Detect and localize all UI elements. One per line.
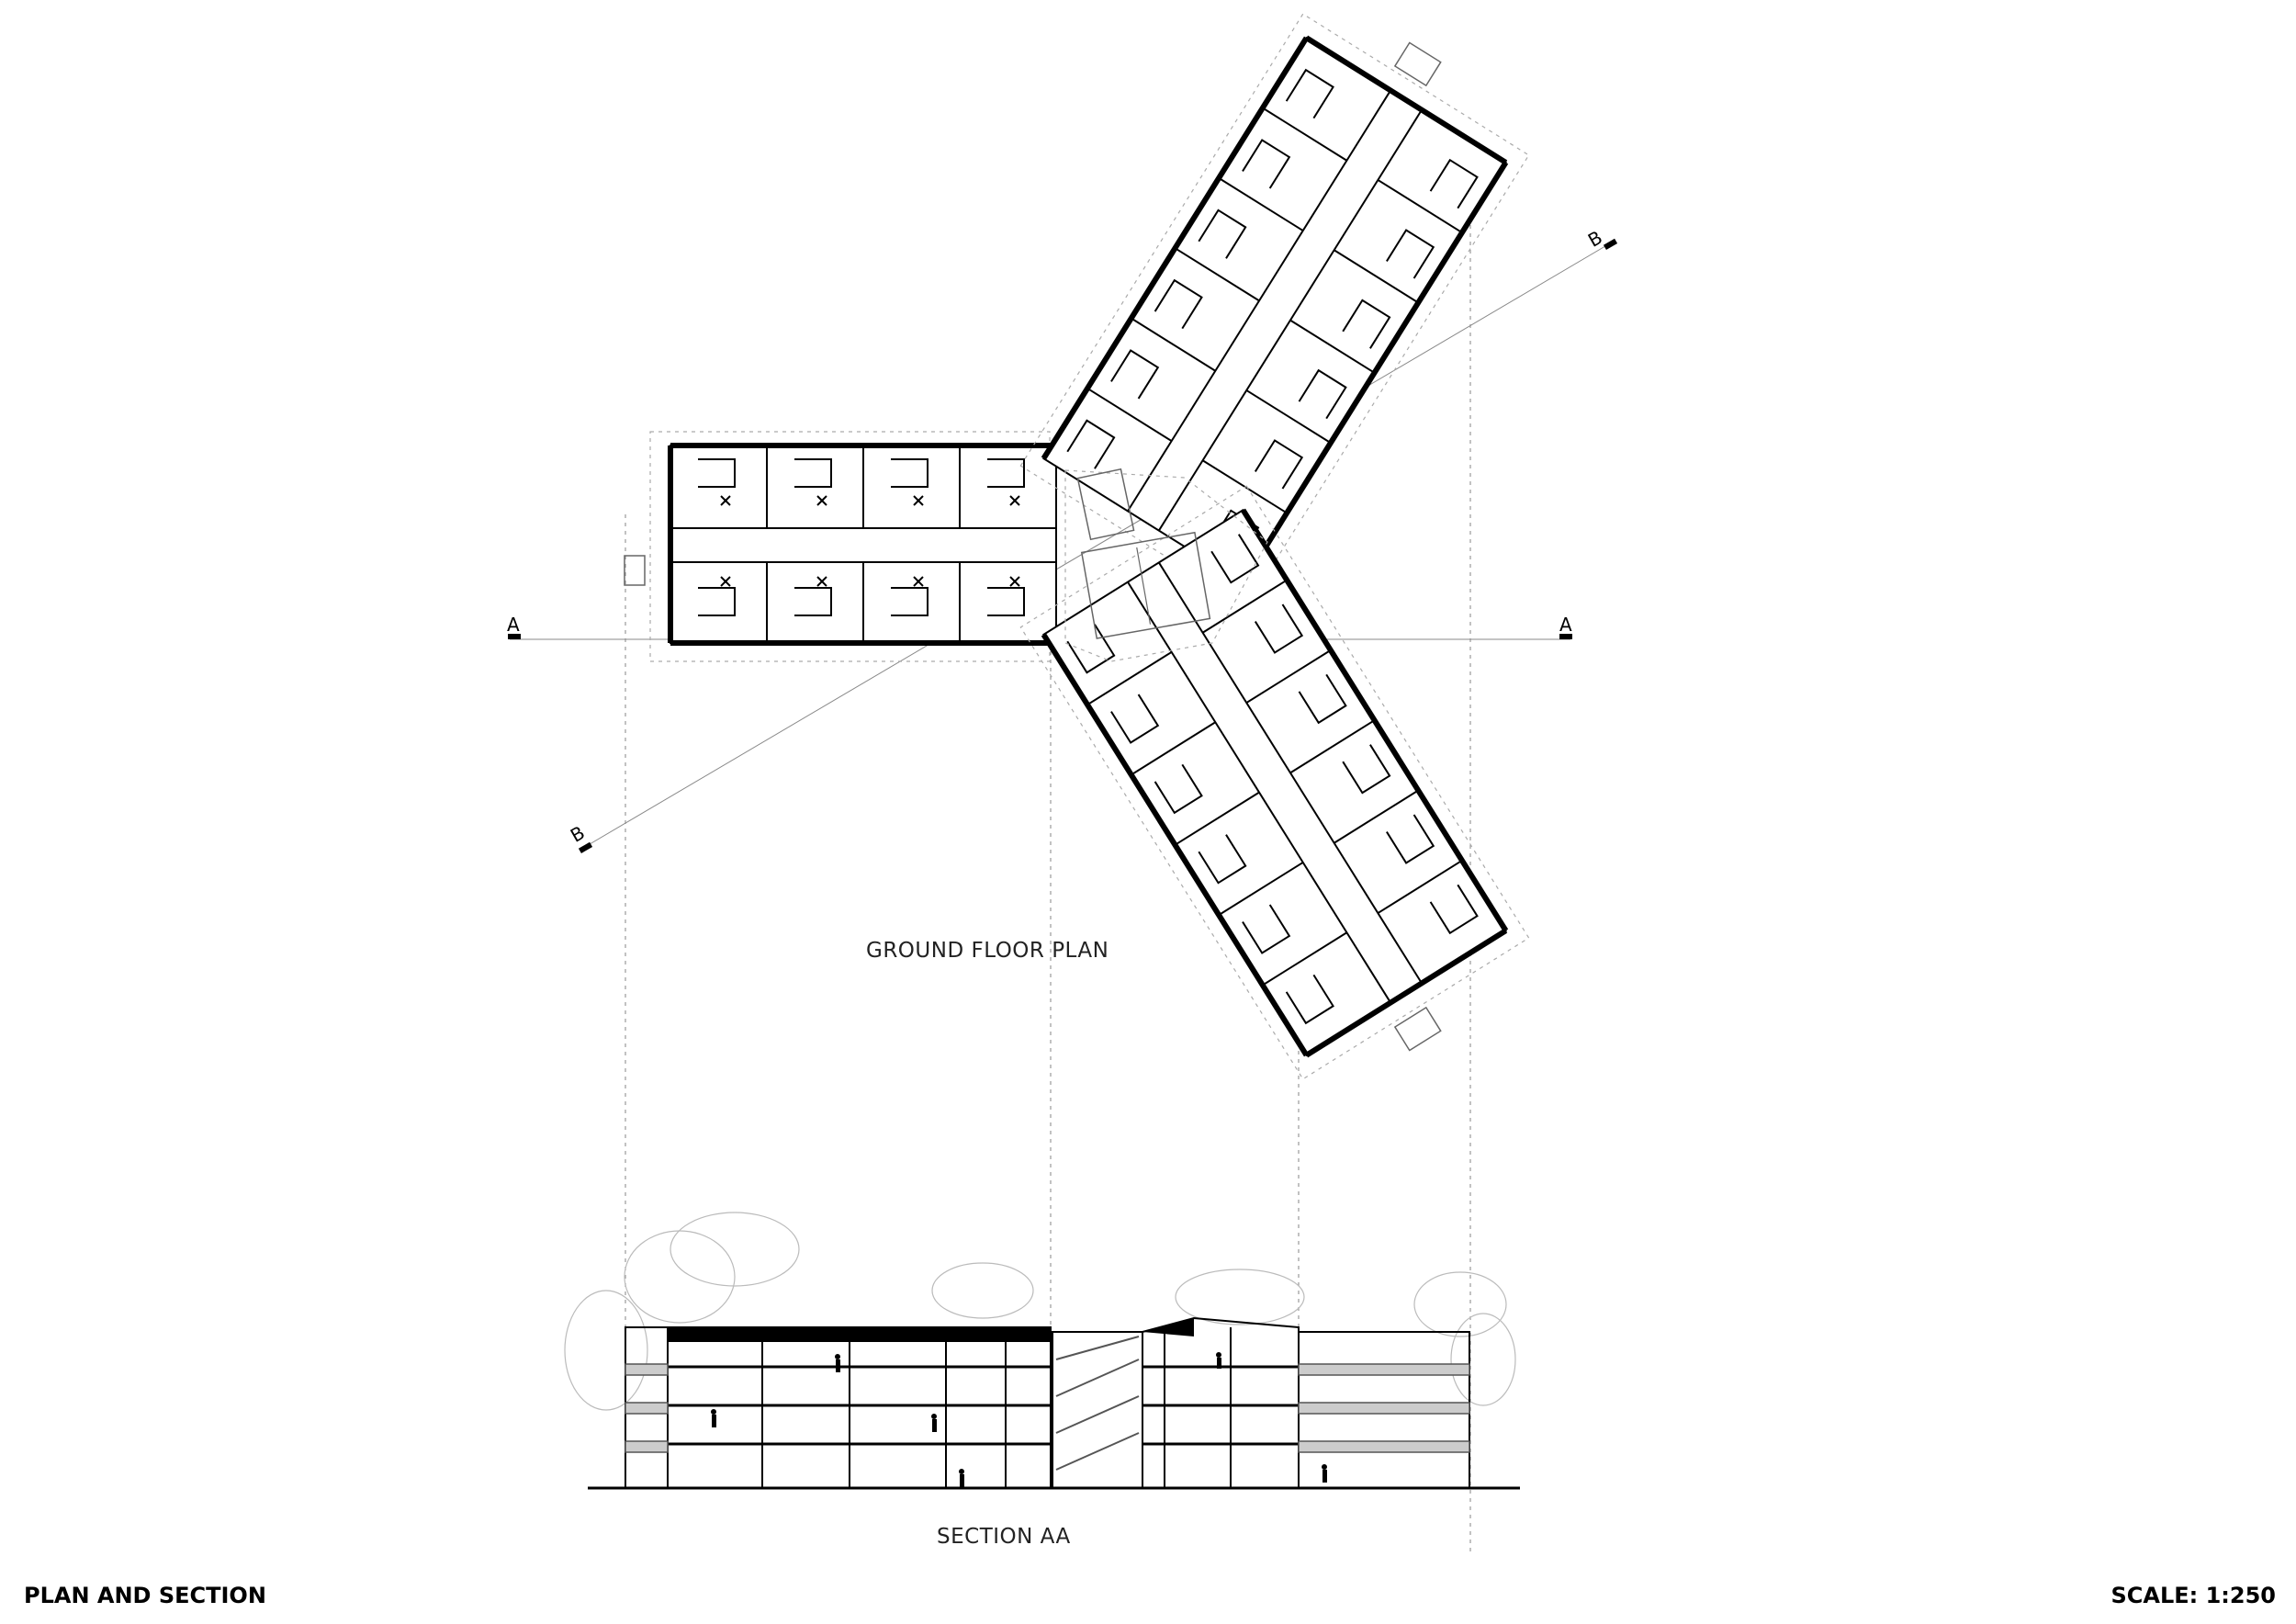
section-cut-label-a-right: A bbox=[1559, 614, 1572, 636]
section-aa-drawing bbox=[564, 1212, 1520, 1490]
section-trees bbox=[564, 1212, 1516, 1411]
plan-title: GROUND FLOOR PLAN bbox=[866, 939, 1109, 963]
section-cut-label-a-left: A bbox=[507, 614, 520, 636]
plan-wing-west bbox=[624, 431, 1057, 662]
plan-wing-northeast bbox=[1019, 13, 1530, 608]
section-cut-line-b bbox=[578, 238, 1618, 853]
plan-wing-southeast bbox=[1019, 485, 1530, 1080]
section-people bbox=[711, 1352, 1327, 1487]
sheet-scale: SCALE: 1:250 bbox=[2110, 1583, 2276, 1608]
sheet-title: PLAN AND SECTION bbox=[24, 1583, 266, 1608]
plan-central-core bbox=[1064, 468, 1268, 662]
section-stair bbox=[1052, 1331, 1143, 1489]
section-title: SECTION AA bbox=[937, 1525, 1071, 1549]
